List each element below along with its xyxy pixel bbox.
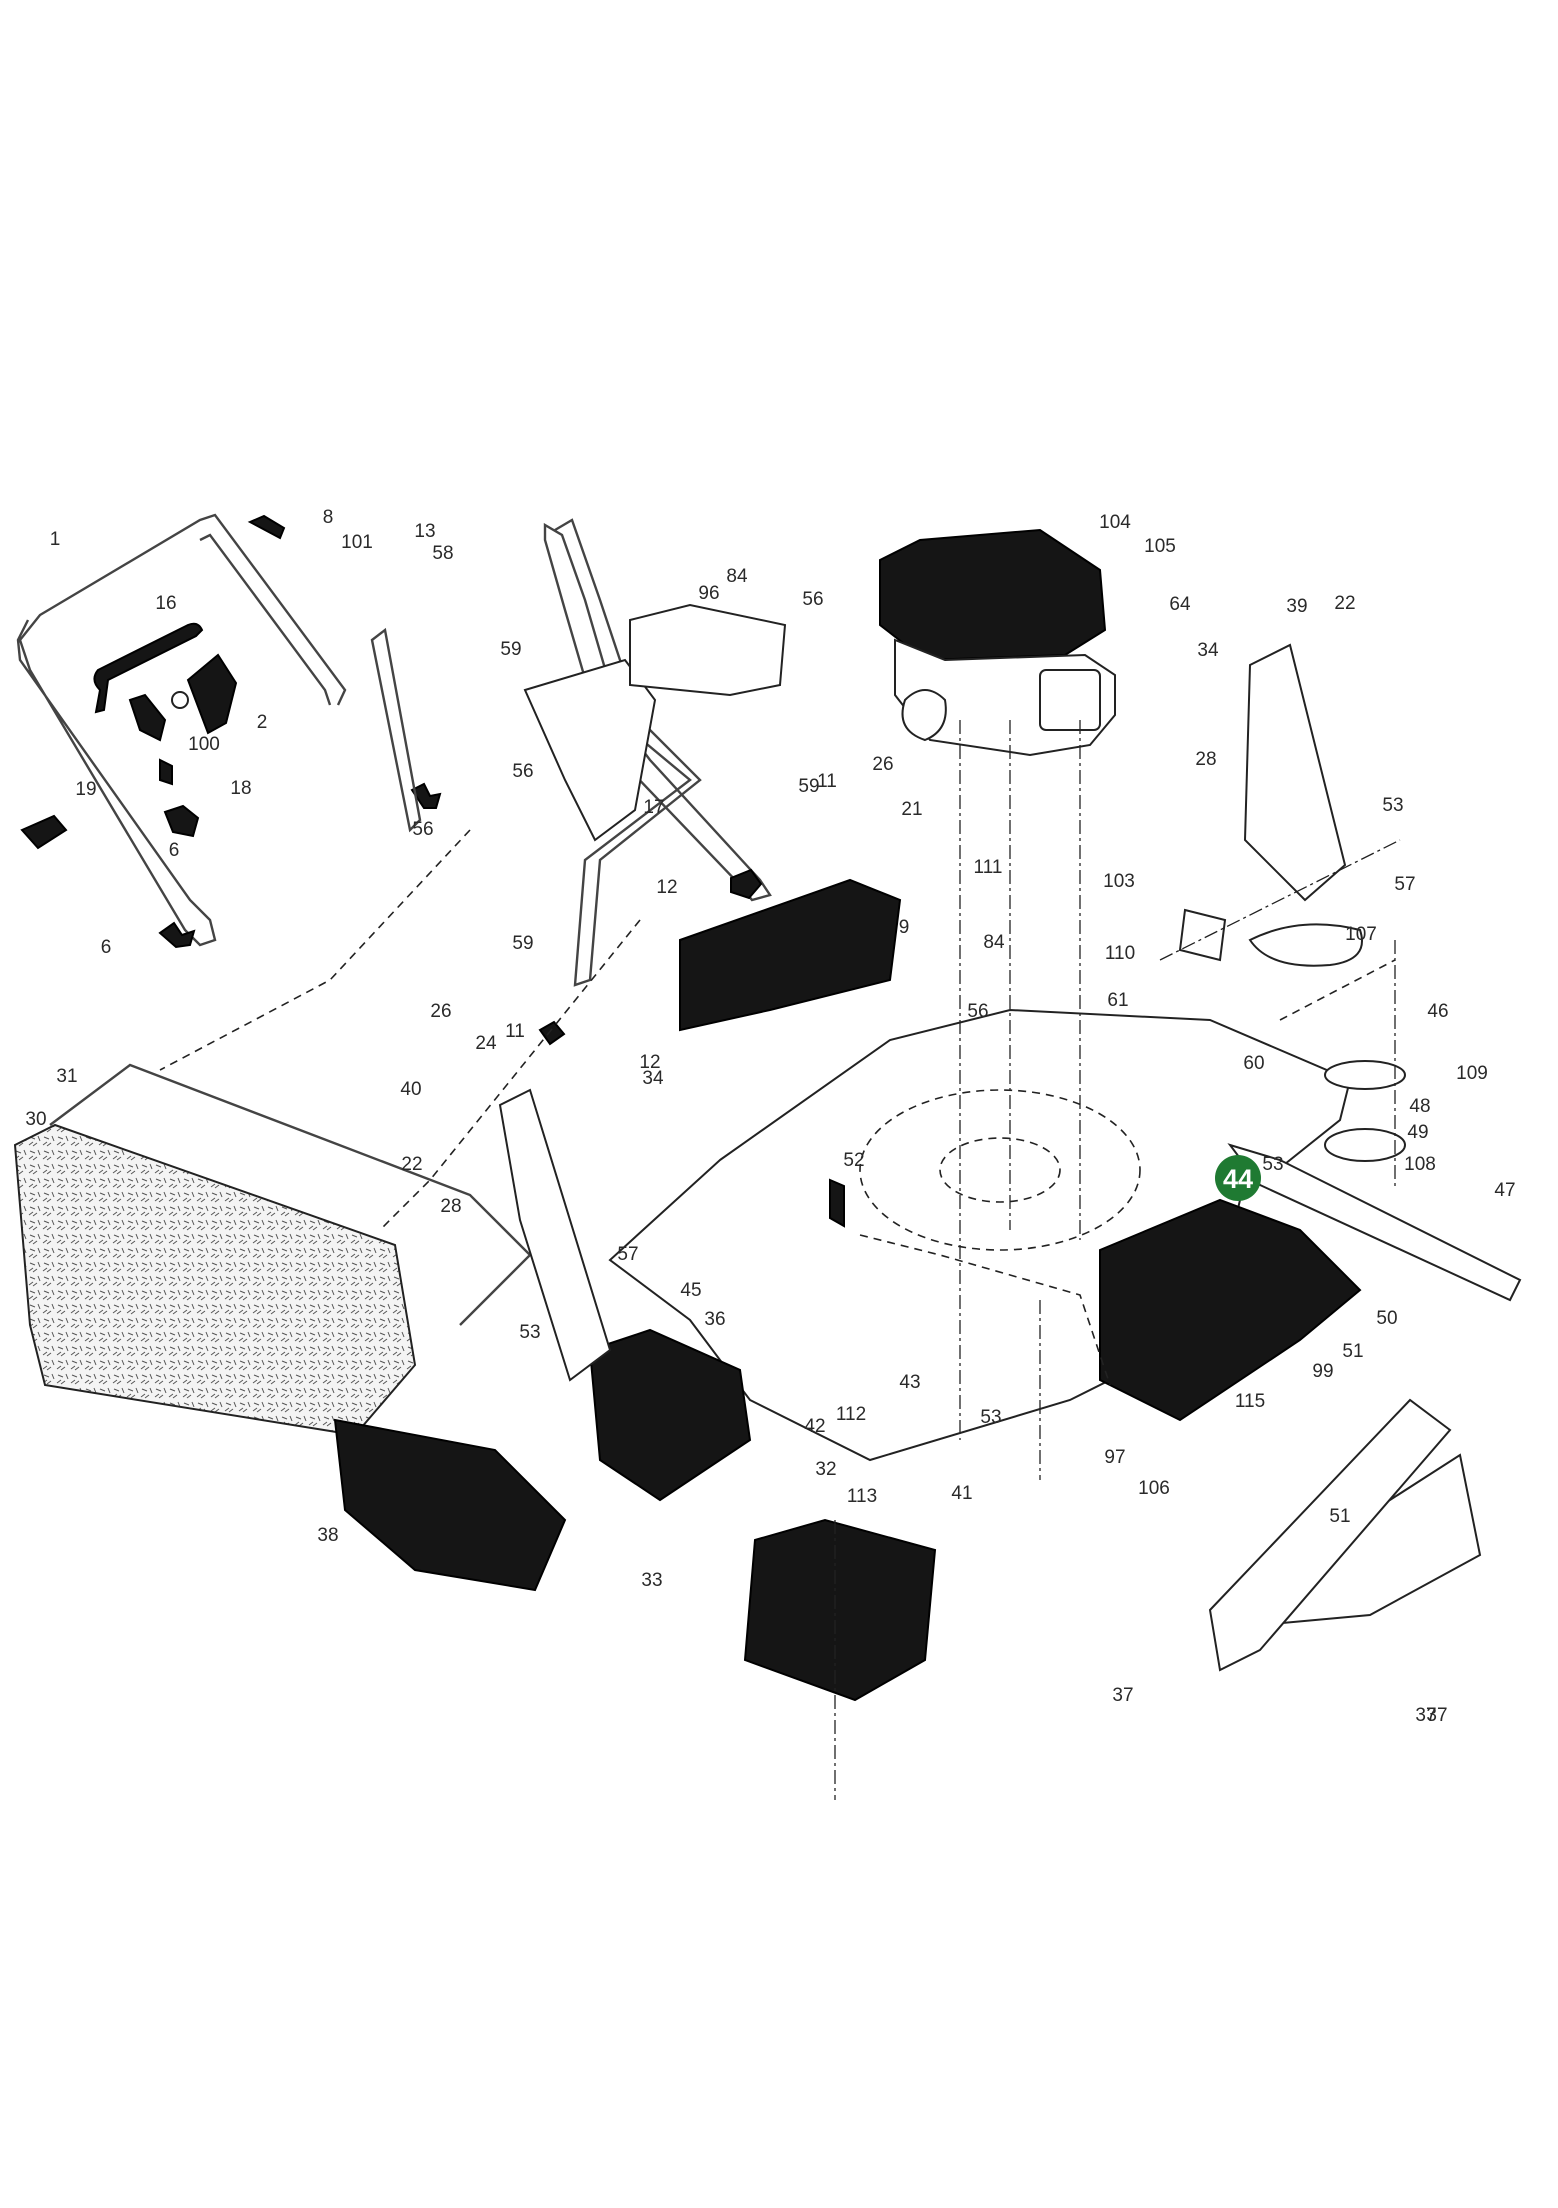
callout-label[interactable]: 59 xyxy=(512,933,533,954)
callout-label[interactable]: 52 xyxy=(843,1150,864,1171)
assembly-lines xyxy=(159,720,1401,1800)
callout-label[interactable]: 28 xyxy=(440,1196,461,1217)
callout-label[interactable]: 51 xyxy=(1329,1506,1350,1527)
callout-label[interactable]: 43 xyxy=(899,1372,920,1393)
callout-label[interactable]: 8 xyxy=(323,507,334,528)
callout-label[interactable]: 57 xyxy=(617,1244,638,1265)
callout-label[interactable]: 47 xyxy=(1494,1180,1515,1201)
callout-label[interactable]: 32 xyxy=(815,1459,836,1480)
callout-label[interactable]: 26 xyxy=(872,754,893,775)
callout-label[interactable]: 26 xyxy=(430,1001,451,1022)
callout-label[interactable]: 22 xyxy=(401,1154,422,1175)
callout-label[interactable]: 38 xyxy=(317,1525,338,1546)
callout-label[interactable]: 41 xyxy=(951,1483,972,1504)
callout-label[interactable]: 37 xyxy=(1426,1705,1447,1726)
callout-label[interactable]: 97 xyxy=(1104,1447,1125,1468)
callout-label[interactable]: 106 xyxy=(1138,1478,1170,1499)
callout-label[interactable]: 110 xyxy=(1105,943,1135,964)
callout-label[interactable]: 45 xyxy=(680,1280,701,1301)
callout-label[interactable]: 12 xyxy=(639,1052,660,1073)
callout-label[interactable]: 99 xyxy=(1312,1361,1333,1382)
discharge-cover xyxy=(588,1328,937,1702)
callout-label[interactable]: 33 xyxy=(641,1570,662,1591)
callout-label[interactable]: 53 xyxy=(1262,1154,1283,1175)
callout-label[interactable]: 61 xyxy=(1107,990,1128,1011)
callout-label[interactable]: 51 xyxy=(1342,1341,1363,1362)
callout-label[interactable]: 34 xyxy=(1197,640,1219,661)
callout-label[interactable]: 105 xyxy=(1144,536,1176,557)
callout-label[interactable]: 21 xyxy=(901,799,922,820)
callout-label[interactable]: 1 xyxy=(50,529,61,550)
callout-label[interactable]: 59 xyxy=(798,776,819,797)
callout-label[interactable]: 115 xyxy=(1235,1391,1265,1412)
callout-label[interactable]: 11 xyxy=(817,771,837,792)
callout-label[interactable]: 56 xyxy=(802,589,823,610)
callout-label[interactable]: 57 xyxy=(1394,874,1415,895)
callout-label[interactable]: 36 xyxy=(704,1309,725,1330)
callout-label[interactable]: 18 xyxy=(230,778,251,799)
callout-label[interactable]: 48 xyxy=(1409,1096,1430,1117)
callout-label[interactable]: 100 xyxy=(188,734,220,755)
callout-label[interactable]: 11 xyxy=(505,1021,525,1042)
callout-label[interactable]: 46 xyxy=(1427,1001,1448,1022)
callout-label[interactable]: 103 xyxy=(1103,871,1135,892)
callout-label[interactable]: 96 xyxy=(698,583,719,604)
callout-label[interactable]: 112 xyxy=(836,1404,866,1425)
callout-label[interactable]: 49 xyxy=(1407,1122,1428,1143)
callout-label[interactable]: 108 xyxy=(1404,1154,1436,1175)
callout-label[interactable]: 40 xyxy=(400,1079,421,1100)
callout-label[interactable]: 24 xyxy=(475,1033,497,1054)
callout-label[interactable]: 12 xyxy=(656,877,677,898)
callout-label[interactable]: 84 xyxy=(726,566,748,587)
callout-label[interactable]: 9 xyxy=(899,917,910,938)
callout-label[interactable]: 104 xyxy=(1099,512,1131,533)
callout-label[interactable]: 28 xyxy=(1195,749,1216,770)
callout-label[interactable]: 107 xyxy=(1345,924,1377,945)
callout-label[interactable]: 17 xyxy=(643,797,664,818)
callout-label[interactable]: 58 xyxy=(432,543,453,564)
highlight-callout[interactable]: 44 xyxy=(1215,1155,1261,1201)
callout-label[interactable]: 56 xyxy=(967,1001,988,1022)
callout-label[interactable]: 13 xyxy=(414,521,435,542)
callout-label[interactable]: 53 xyxy=(980,1407,1001,1428)
callout-label[interactable]: 84 xyxy=(983,932,1005,953)
blade-assembly xyxy=(1178,908,1522,1302)
callout-label[interactable]: 19 xyxy=(75,779,96,800)
highlight-circle[interactable] xyxy=(1215,1155,1261,1201)
callout-label[interactable]: 2 xyxy=(257,712,268,733)
callout-label[interactable]: 56 xyxy=(412,819,433,840)
callout-label[interactable]: 59 xyxy=(500,639,521,660)
engine xyxy=(879,528,1116,757)
mower-deck xyxy=(608,878,1362,1462)
wheel-brackets xyxy=(498,643,1482,1672)
handle-lower xyxy=(370,518,787,1046)
callout-label[interactable]: 6 xyxy=(101,937,112,958)
callout-label[interactable]: 64 xyxy=(1169,594,1191,615)
callout-label[interactable]: 109 xyxy=(1456,1063,1488,1084)
callout-label[interactable]: 6 xyxy=(169,840,180,861)
handle-upper xyxy=(16,513,442,949)
callout-label[interactable]: 37 xyxy=(1112,1685,1133,1706)
callout-label[interactable]: 34 xyxy=(642,1068,664,1089)
callout-label[interactable]: 113 xyxy=(847,1486,877,1507)
callout-label[interactable]: 101 xyxy=(341,532,373,553)
callout-label[interactable]: 56 xyxy=(512,761,533,782)
callout-label[interactable]: 37 xyxy=(1415,1705,1436,1726)
callout-label[interactable]: 22 xyxy=(1334,593,1355,614)
grass-catcher xyxy=(13,1063,567,1592)
callout-label[interactable]: 111 xyxy=(974,857,1003,878)
callout-label[interactable]: 50 xyxy=(1376,1308,1397,1329)
callout-label[interactable]: 30 xyxy=(25,1109,46,1130)
callout-label[interactable]: 39 xyxy=(1286,596,1307,617)
callout-label[interactable]: 53 xyxy=(1382,795,1403,816)
callout-label[interactable]: 31 xyxy=(56,1066,77,1087)
callout-label[interactable]: 42 xyxy=(804,1416,825,1437)
callout-label[interactable]: 16 xyxy=(155,593,176,614)
highlight-label[interactable]: 44 xyxy=(1223,1164,1253,1194)
callout-label[interactable]: 60 xyxy=(1243,1053,1264,1074)
callout-label[interactable]: 53 xyxy=(519,1322,540,1343)
